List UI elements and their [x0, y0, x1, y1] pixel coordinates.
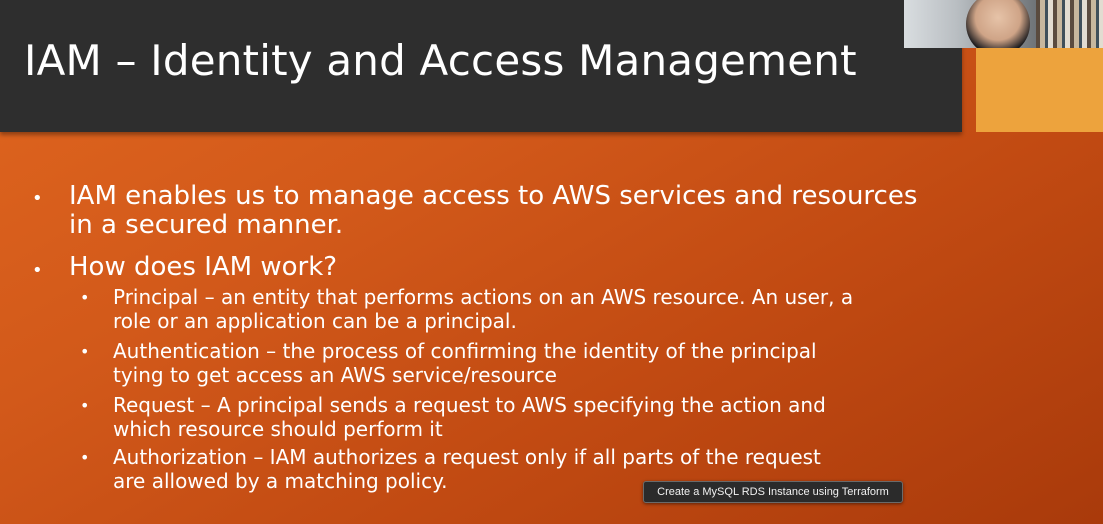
bullet-text-line: IAM enables us to manage access to AWS s…	[69, 181, 918, 211]
sub-bullet-marker: •	[80, 342, 90, 361]
sub-bullet-text-line: are allowed by a matching policy.	[113, 469, 448, 493]
accent-block	[976, 48, 1103, 132]
sub-bullet-marker: •	[80, 448, 90, 467]
presenter-face	[966, 0, 1030, 48]
bullet-marker: •	[32, 188, 43, 209]
sub-bullet-text-line: Request – A principal sends a request to…	[113, 393, 826, 417]
bullet-text-line: How does IAM work?	[69, 252, 338, 282]
webcam-video-thumbnail[interactable]	[904, 0, 1103, 48]
sub-bullet-text-line: which resource should perform it	[113, 417, 443, 441]
sub-bullet-marker: •	[80, 288, 90, 307]
sub-bullet-text-line: role or an application can be a principa…	[113, 309, 517, 333]
slide-title: IAM – Identity and Access Management	[24, 36, 857, 85]
webcam-bookshelf	[1036, 0, 1103, 48]
tooltip: Create a MySQL RDS Instance using Terraf…	[643, 481, 903, 503]
bullet-text-line: in a secured manner.	[69, 210, 344, 240]
slide-title-bar: IAM – Identity and Access Management	[0, 0, 962, 132]
sub-bullet-marker: •	[80, 396, 90, 415]
sub-bullet-text-line: Authorization – IAM authorizes a request…	[113, 445, 821, 469]
sub-bullet-text-line: tying to get access an AWS service/resou…	[113, 363, 557, 387]
sub-bullet-text-line: Authentication – the process of confirmi…	[113, 339, 817, 363]
sub-bullet-text-line: Principal – an entity that performs acti…	[113, 285, 854, 309]
bullet-marker: •	[32, 260, 43, 281]
